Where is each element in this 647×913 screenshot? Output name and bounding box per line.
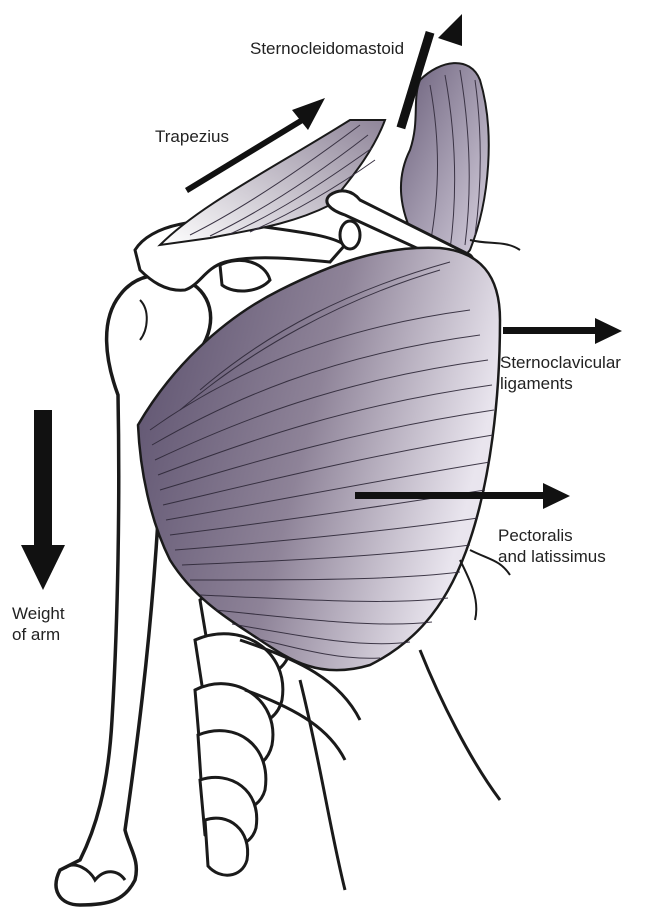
arrow-down-icon [21, 410, 65, 590]
muscle-tendon-line [470, 240, 520, 250]
sternocleidomastoid-label: Sternocleidomastoid [250, 38, 404, 59]
pectoralis-label: Pectoralis and latissimus [498, 525, 606, 567]
trunk-outline [300, 650, 500, 890]
trapezius-label: Trapezius [155, 126, 229, 147]
arrow-right-icon [503, 318, 622, 344]
sternoclavicular-label: Sternoclavicular ligaments [500, 352, 621, 394]
clavicle-end [340, 221, 360, 249]
weight-of-arm-label: Weight of arm [12, 603, 65, 645]
